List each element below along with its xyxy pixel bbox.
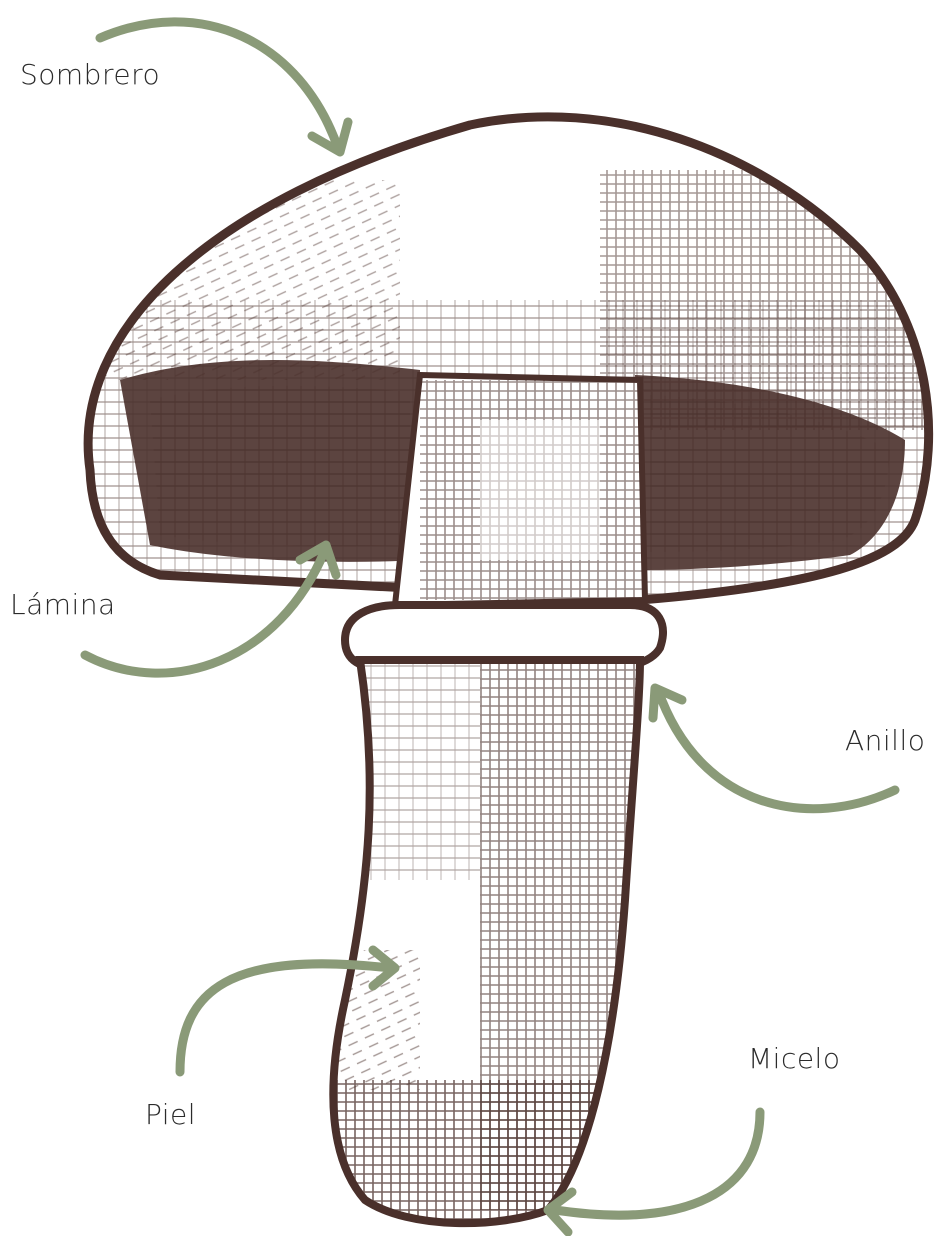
label-anillo: Anillo [845, 724, 925, 757]
label-piel: Piel [145, 1098, 196, 1131]
stem-piel [320, 650, 650, 1236]
upper-stem [395, 375, 645, 605]
label-lamina: Lámina [10, 588, 116, 621]
label-micelo: Micelo [748, 1042, 840, 1075]
label-sombrero: Sombrero [20, 58, 160, 91]
